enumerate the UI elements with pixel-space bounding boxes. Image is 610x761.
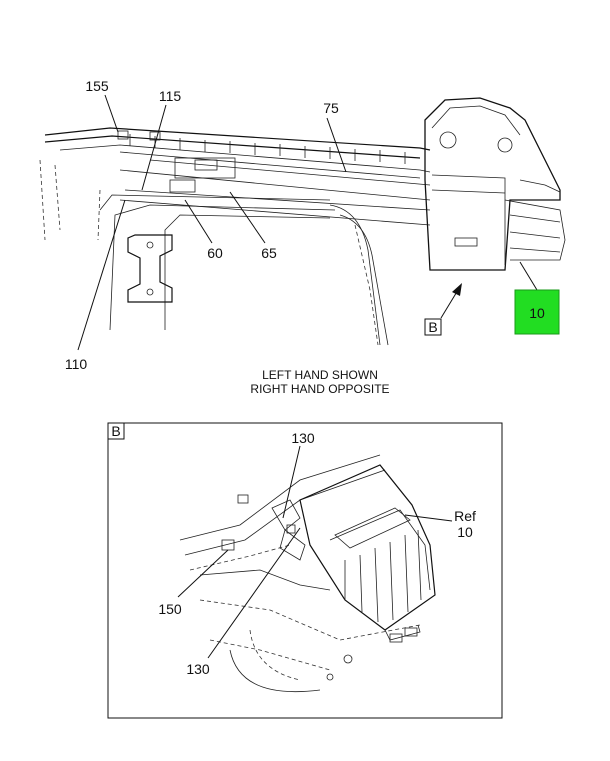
callout-115-label[interactable]: 115 xyxy=(159,88,182,104)
detail-b-tag-box xyxy=(107,422,125,440)
detail-callout-130-bottom[interactable]: 130 xyxy=(186,661,210,677)
detail-callout-150[interactable]: 150 xyxy=(158,601,182,617)
detail-b-drawing xyxy=(179,454,436,693)
callout-110-label[interactable]: 110 xyxy=(65,356,88,372)
note-left-hand-shown: LEFT HAND SHOWN xyxy=(262,368,378,382)
detail-b-tag: B xyxy=(111,423,120,439)
main-assembly-drawing xyxy=(39,97,566,346)
detail-b-frame xyxy=(107,422,503,719)
detail-ref-word: Ref xyxy=(454,508,476,524)
callout-155-label[interactable]: 155 xyxy=(85,78,109,94)
callout-10-label[interactable]: 10 xyxy=(529,305,545,321)
note-right-hand-opposite: RIGHT HAND OPPOSITE xyxy=(250,382,389,396)
callout-65-label[interactable]: 65 xyxy=(261,245,277,261)
callout-60-label[interactable]: 60 xyxy=(207,245,223,261)
view-b-arrow xyxy=(440,283,462,319)
view-b-marker-box xyxy=(424,318,442,336)
detail-b-leader-lines xyxy=(177,445,453,659)
detail-callout-130-top[interactable]: 130 xyxy=(291,430,315,446)
detail-ref-10[interactable]: 10 xyxy=(457,524,473,540)
main-leader-lines xyxy=(77,94,538,351)
callout-10-highlight[interactable] xyxy=(514,289,560,335)
callout-75-label[interactable]: 75 xyxy=(323,100,339,116)
view-b-marker: B xyxy=(428,319,437,335)
